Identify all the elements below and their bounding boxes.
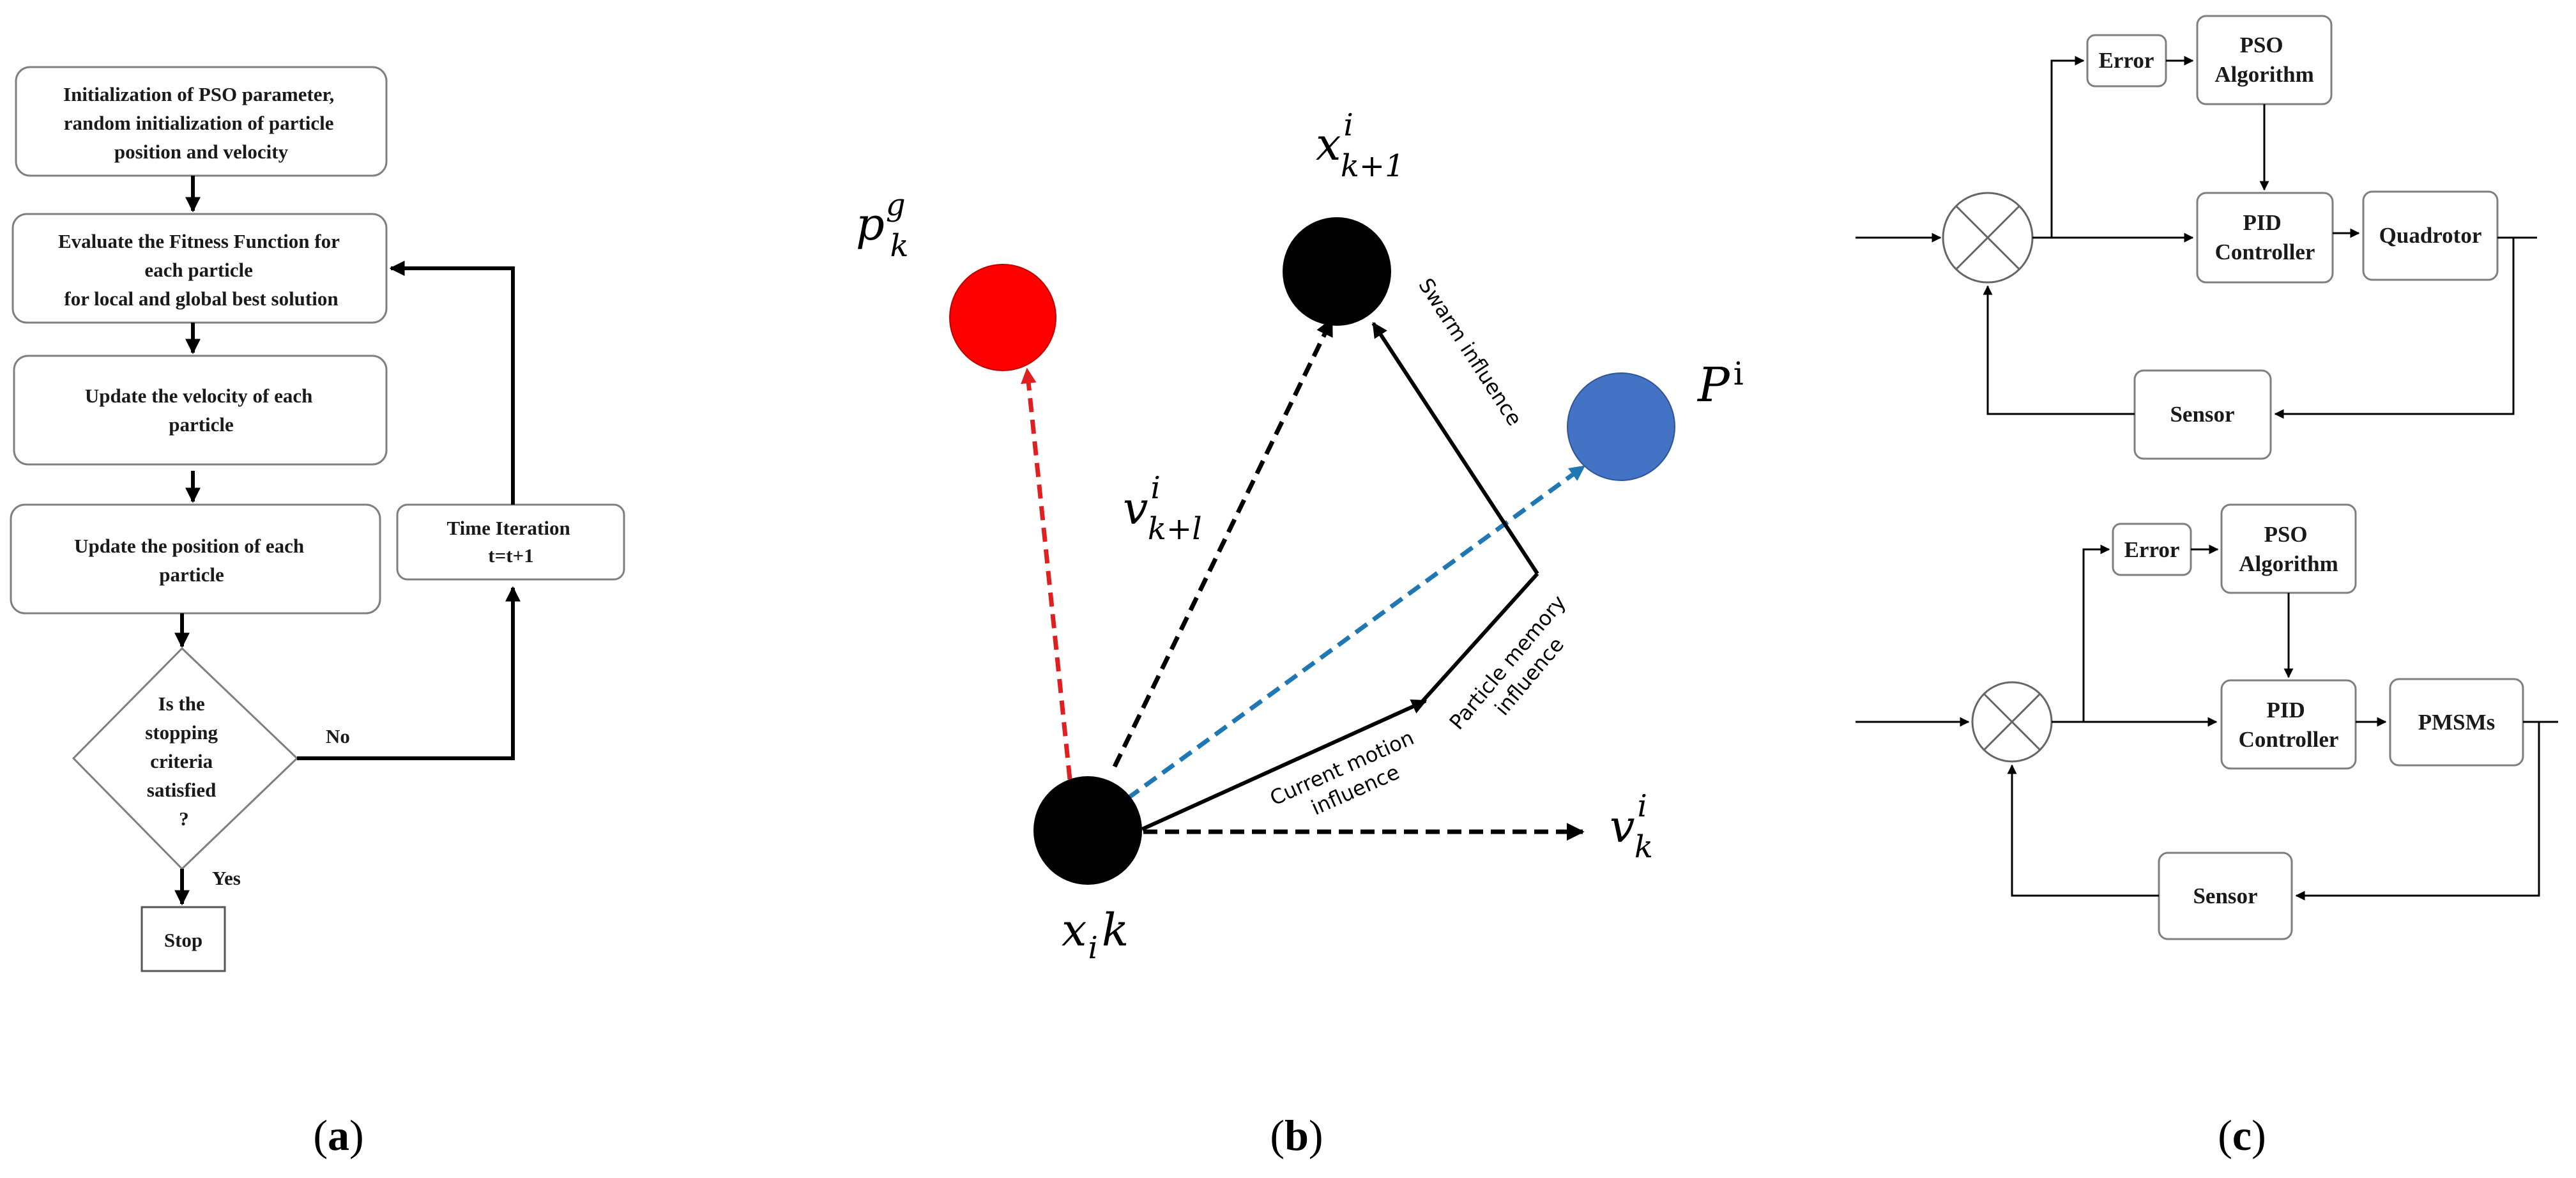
summing-junction xyxy=(1942,192,2034,284)
sensor-block: Sensor xyxy=(2158,852,2293,940)
error-tap-arrow xyxy=(2082,544,2110,722)
panel-c-bottom-pmsm-loop: Error PSO Algorithm PID Controller PMSMs xyxy=(1856,503,2558,1159)
sensor-to-junction-arrow xyxy=(1983,285,2135,415)
arrow-time-iteration-to-evaluate xyxy=(389,261,515,505)
quadrotor-block: Quadrotor xyxy=(2362,190,2499,281)
svg-text:Initialization of PSO paramete: Initialization of PSO parameter, random … xyxy=(63,83,339,163)
svg-text:Quadrotor: Quadrotor xyxy=(2379,223,2482,248)
svg-text:PSO Algorithm: PSO Algorithm xyxy=(2214,33,2314,87)
svg-text:Sensor: Sensor xyxy=(2193,884,2257,908)
global-best-node xyxy=(949,264,1056,371)
summing-junction xyxy=(1971,681,2053,763)
particle-memory-arrow xyxy=(1419,572,1539,705)
evaluate-fitness-step: Evaluate the Fitness Function for each p… xyxy=(11,213,388,324)
stop-step: Stop xyxy=(141,906,226,972)
feedback-to-sensor-arrow xyxy=(2295,722,2540,901)
sensor-block: Sensor xyxy=(2133,369,2272,460)
sensor-to-junction-arrow xyxy=(2007,764,2159,897)
pid-controller-block: PID Controller xyxy=(2196,192,2334,284)
svg-text:Update the velocity of each: Update the velocity of each particle xyxy=(85,385,317,436)
pid-controller-block: PID Controller xyxy=(2220,679,2357,770)
svg-text:Time Iteration t=t+1: Time Iteration t=t+1 xyxy=(447,517,575,567)
update-position-step: Update the position of each particle xyxy=(10,503,381,615)
svg-text:Sensor: Sensor xyxy=(2170,402,2234,427)
pmsms-block: PMSMs xyxy=(2389,678,2524,767)
svg-text:Update the position of each: Update the position of each particle xyxy=(74,535,309,586)
panel-c-top-quadrotor-loop: Error PSO Algorithm PID Controller Quadr… xyxy=(1856,15,2537,460)
yes-label: Yes xyxy=(212,867,241,889)
svg-text:PID Controller: PID Controller xyxy=(2239,698,2339,752)
init-step: Initialization of PSO parameter, random … xyxy=(15,66,388,177)
global-best-dashed-arrow xyxy=(1021,367,1072,780)
svg-text:PMSMs: PMSMs xyxy=(2418,710,2496,735)
svg-text:PSO Algorithm: PSO Algorithm xyxy=(2239,522,2338,576)
svg-text:Error: Error xyxy=(2124,537,2180,562)
panel-a-flowchart: Initialization of PSO parameter, random … xyxy=(10,66,625,1159)
current-position-label: xik xyxy=(1062,904,1129,966)
svg-text:Error: Error xyxy=(2099,48,2154,73)
update-velocity-step: Update the velocity of each particle xyxy=(13,355,388,466)
panel-a-label: (a) xyxy=(313,1111,363,1159)
no-label: No xyxy=(326,725,350,747)
error-block: Error xyxy=(2112,523,2192,576)
next-velocity-dashed-arrow xyxy=(1112,317,1334,768)
personal-best-dashed-arrow xyxy=(1125,464,1586,800)
svg-text:Evaluate the Fitness Function: Evaluate the Fitness Function for each p… xyxy=(58,230,344,310)
pso-algorithm-block: PSO Algorithm xyxy=(2220,503,2357,594)
arrow-no-to-time-iteration xyxy=(297,586,521,760)
svg-text:Is the stopping: Is the stopping criteria satisfied ? xyxy=(145,692,222,830)
current-motion-arrow xyxy=(1141,699,1428,831)
panel-b-label: (b) xyxy=(1270,1111,1323,1159)
swarm-influence-label: Swarm influence xyxy=(1414,274,1527,431)
svg-text:Stop: Stop xyxy=(164,929,202,951)
stopping-criteria-decision: Is the stopping criteria satisfied ? xyxy=(72,646,299,871)
current-motion-label: Current motion influence xyxy=(1266,723,1433,834)
error-tap-arrow xyxy=(2050,56,2085,238)
particle-memory-label: Particle memory influence xyxy=(1445,585,1595,751)
error-block: Error xyxy=(2086,34,2167,88)
svg-text:PID Controller: PID Controller xyxy=(2215,210,2315,264)
personal-best-node xyxy=(1567,372,1675,481)
time-iteration-step: Time Iteration t=t+1 xyxy=(396,503,625,581)
current-position-node xyxy=(1033,776,1142,885)
feedback-to-sensor-arrow xyxy=(2274,238,2515,419)
pso-algorithm-block: PSO Algorithm xyxy=(2196,15,2333,105)
next-position-node xyxy=(1283,217,1391,326)
panel-c-label: (c) xyxy=(2218,1111,2266,1159)
swarm-influence-arrow xyxy=(1371,321,1539,575)
